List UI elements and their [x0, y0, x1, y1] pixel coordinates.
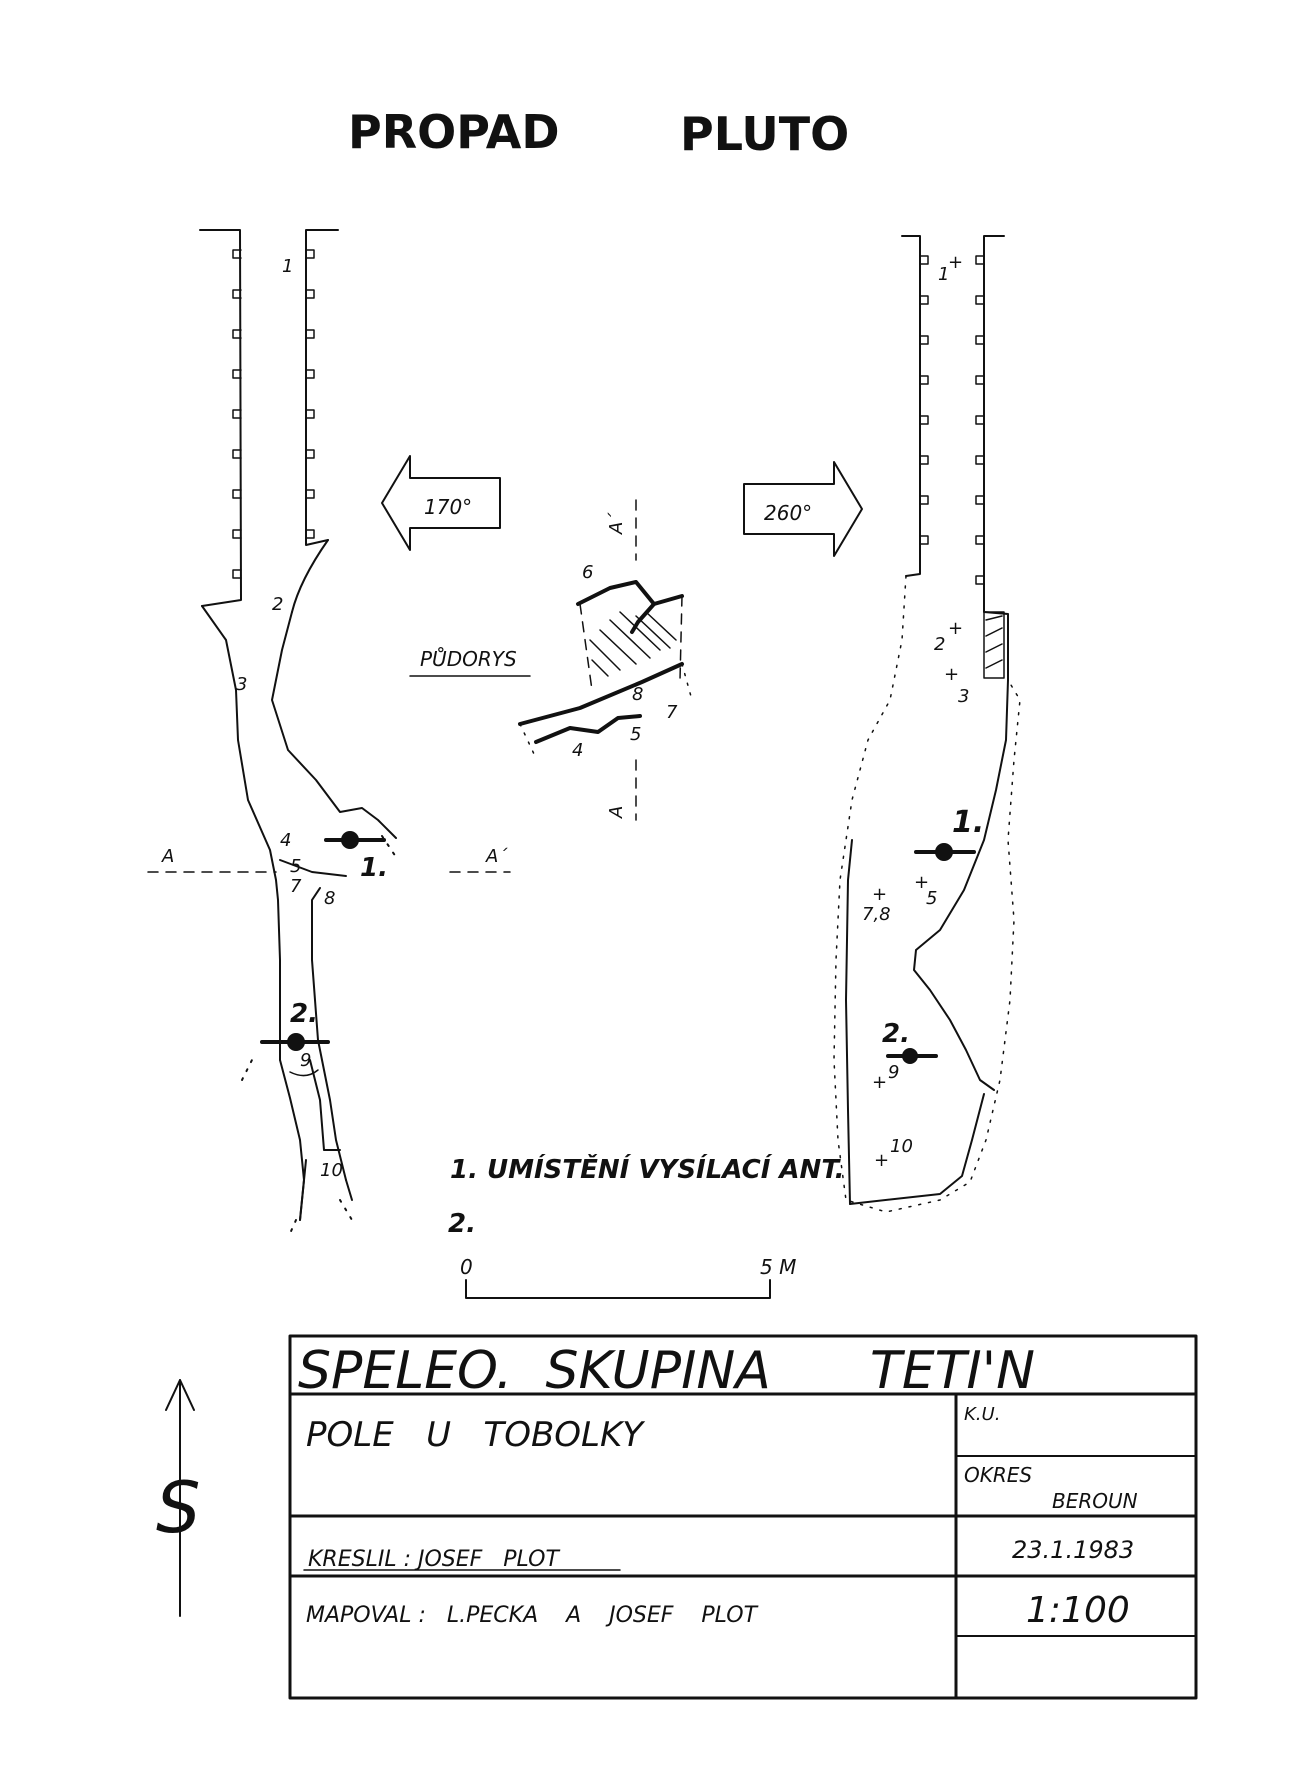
okres-value: BEROUN	[1052, 1489, 1138, 1513]
svg-text:260°: 260°	[764, 501, 812, 525]
profile-170: 1. 2. 1 2 3 4 5 7 8 9 10 A A´	[147, 229, 511, 1239]
antenna-marker-2-right	[902, 1048, 918, 1064]
antenna-marker-1-right	[935, 843, 953, 861]
station-label: 2	[934, 634, 945, 655]
antenna-label-1-right: 1.	[952, 805, 984, 840]
drawing-scale: 1:100	[1026, 1590, 1130, 1631]
date: 23.1.1983	[1012, 1536, 1134, 1564]
title-pluto: PLUTO	[680, 107, 849, 161]
title-propad: PROPAD	[348, 105, 560, 159]
plan-station: 8	[632, 684, 643, 705]
station-label: +	[872, 1072, 887, 1093]
organization-name: SPELEO. SKUPINA TETI'N	[298, 1341, 1035, 1401]
scale-start: 0	[460, 1255, 473, 1279]
station-label: +	[948, 618, 963, 639]
antenna-marker-2	[287, 1033, 305, 1051]
plan-label: PŮDORYS	[420, 647, 517, 671]
station-label: +	[874, 1150, 889, 1171]
plan-view: PŮDORYS A´ A 6 8 7 5 4	[409, 499, 693, 821]
station-label: 7	[290, 876, 302, 897]
north-arrow-symbol: S	[156, 1467, 200, 1549]
ku-label: K.U.	[964, 1404, 1000, 1425]
north-arrow: S	[156, 1379, 200, 1617]
antenna-label-2: 2.	[290, 999, 318, 1029]
plan-axis-a-prime: A´	[606, 512, 627, 535]
profile-260: 1. 2. + 1 2 + + 3 + 5 + 7,8 9 + 10 +	[833, 235, 1021, 1213]
antenna-label-2-right: 2.	[882, 1019, 910, 1049]
direction-arrow-260: 260°	[743, 461, 863, 557]
station-label: 2	[272, 594, 283, 615]
direction-arrow-170: 170°	[381, 455, 501, 551]
legend-item-1: 1. UMÍSTĚNÍ VYSÍLACÍ ANT.	[450, 1153, 845, 1185]
station-label: 9	[888, 1062, 899, 1083]
station-label: 1	[282, 256, 293, 277]
station-label: 5	[290, 856, 301, 877]
title-block: SPELEO. SKUPINA TETI'N POLE U TOBOLKY K.…	[288, 1334, 1198, 1700]
station-label: +	[944, 664, 959, 685]
station-label: +	[948, 252, 963, 273]
location-name: POLE U TOBOLKY	[306, 1415, 645, 1455]
plan-station: 5	[630, 724, 641, 745]
station-label: 3	[958, 686, 969, 707]
scale-bar: 0 5 M	[460, 1255, 796, 1299]
okres-label: OKRES	[964, 1463, 1032, 1487]
plan-axis-a: A	[606, 806, 627, 819]
mapped-by: MAPOVAL : L.PECKA A JOSEF PLOT	[306, 1603, 759, 1628]
station-label: 10	[890, 1136, 913, 1157]
station-label: 1	[938, 264, 949, 285]
station-label: 8	[324, 888, 335, 909]
plan-station: 4	[572, 740, 583, 761]
station-label: +	[872, 884, 887, 905]
station-label: 4	[280, 830, 291, 851]
drawn-by: KRESLIL : JOSEF PLOT	[308, 1547, 560, 1572]
scale-end: 5 M	[760, 1255, 796, 1279]
station-label: +	[914, 872, 929, 893]
section-label-a-prime: A´	[485, 846, 508, 867]
plan-station: 6	[582, 562, 593, 583]
svg-text:170°: 170°	[424, 495, 472, 519]
antenna-label-1: 1.	[360, 853, 388, 883]
legend: 1. UMÍSTĚNÍ VYSÍLACÍ ANT. 2.	[448, 1153, 845, 1239]
legend-item-2: 2.	[448, 1209, 476, 1239]
station-label: 3	[236, 674, 247, 695]
antenna-marker-1	[341, 831, 359, 849]
section-label-a: A	[161, 846, 174, 867]
station-label: 10	[320, 1160, 343, 1181]
plan-station: 7	[666, 702, 678, 723]
station-label: 5	[926, 888, 937, 909]
station-label: 7,8	[862, 904, 891, 925]
station-label: 9	[300, 1050, 311, 1071]
